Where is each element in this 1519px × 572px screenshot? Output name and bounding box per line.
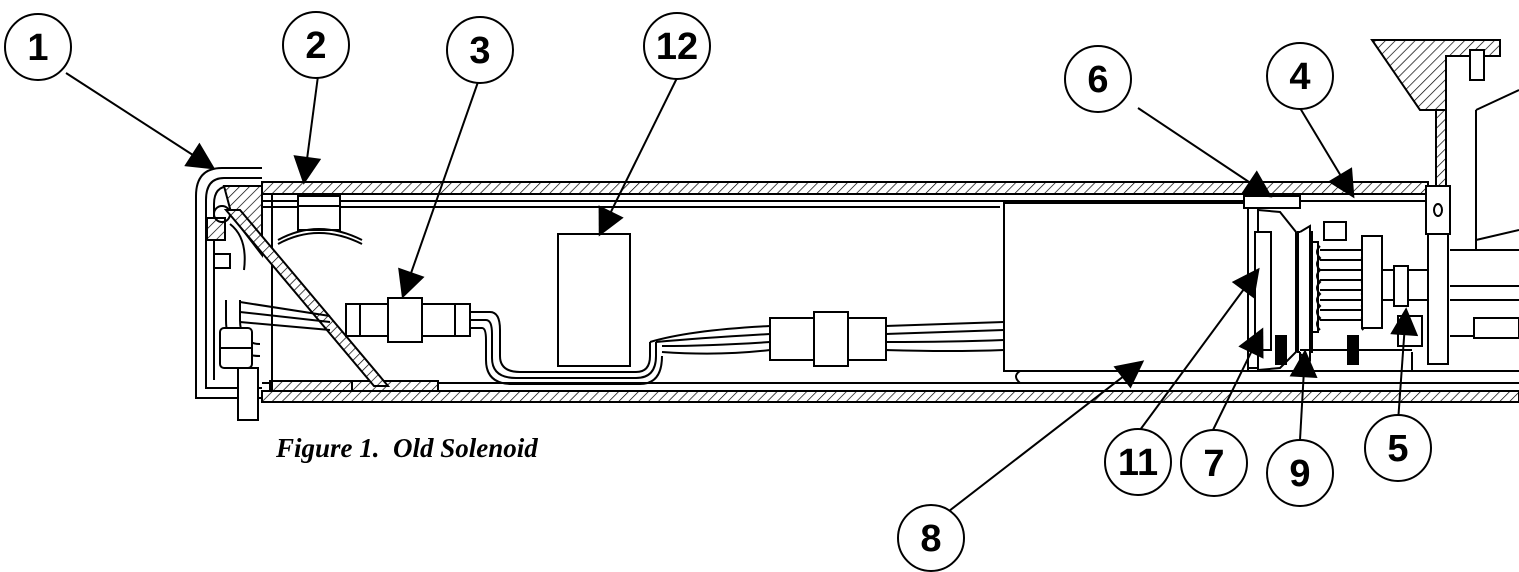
svg-text:12: 12 — [656, 26, 698, 68]
svg-text:2: 2 — [305, 25, 326, 67]
bottom-wall — [261, 390, 1519, 403]
svg-text:8: 8 — [920, 518, 941, 560]
callout-7: 7 — [1180, 429, 1248, 497]
leader-2 — [293, 75, 322, 185]
solenoid-body — [1003, 195, 1313, 372]
svg-text:4: 4 — [1289, 56, 1310, 98]
leader-8 — [939, 360, 1145, 519]
leader-3 — [398, 81, 479, 299]
leader-1 — [65, 72, 216, 170]
callout-2: 2 — [282, 11, 350, 79]
leader-4 — [1299, 107, 1355, 199]
callout-11: 11 — [1104, 428, 1172, 496]
leader-11 — [1139, 267, 1260, 431]
clip-arc — [277, 195, 363, 245]
housing — [261, 181, 1519, 403]
leader-7 — [1212, 327, 1264, 431]
right-frame — [1370, 39, 1519, 365]
svg-text:1: 1 — [27, 27, 48, 69]
svg-text:11: 11 — [1118, 442, 1158, 484]
callout-9: 9 — [1266, 439, 1334, 507]
svg-text:7: 7 — [1203, 443, 1224, 485]
figure-caption: Figure 1. Old Solenoid — [275, 433, 538, 463]
callouts: 1 2 3 12 6 4 8 11 — [4, 11, 1432, 572]
svg-text:5: 5 — [1387, 428, 1408, 470]
leader-lines — [65, 72, 1419, 519]
svg-text:9: 9 — [1289, 453, 1310, 495]
callout-6: 6 — [1064, 45, 1132, 113]
relay-block — [557, 233, 631, 367]
callout-1: 1 — [4, 13, 72, 81]
wire-harness — [239, 297, 1005, 385]
diagonal-bracket — [223, 209, 391, 387]
pipe-fitting — [219, 300, 261, 421]
leader-9 — [1289, 349, 1318, 441]
callout-5: 5 — [1364, 414, 1432, 482]
callout-12: 12 — [643, 12, 711, 80]
leader-5 — [1390, 307, 1419, 423]
leader-12 — [598, 77, 678, 237]
callout-4: 4 — [1266, 42, 1334, 110]
leader-6 — [1137, 107, 1273, 198]
callout-3: 3 — [446, 16, 514, 84]
svg-text:3: 3 — [469, 30, 490, 72]
svg-text:6: 6 — [1087, 59, 1108, 101]
callout-8: 8 — [897, 504, 965, 572]
